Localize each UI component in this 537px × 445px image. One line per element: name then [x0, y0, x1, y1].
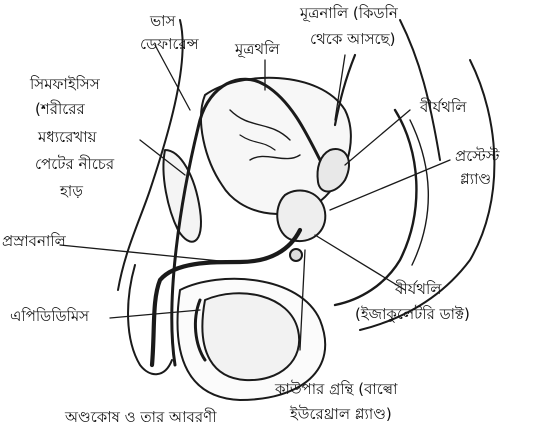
- label-epididymis: এপিডিডিমিস: [10, 307, 89, 326]
- label-ureter-line2: থেকে আসছে): [310, 30, 395, 49]
- penis-outline: [128, 265, 172, 374]
- urinary-bladder: [201, 78, 351, 214]
- cowper-gland: [290, 249, 302, 261]
- label-vas-deferens-line2: ডেফারেন্স: [140, 35, 199, 54]
- label-vas-deferens-line1: ভাস: [150, 12, 175, 31]
- back-contour: [400, 20, 440, 160]
- label-symphysis-line1: সিমফাইসিস: [30, 75, 100, 94]
- label-urethra: প্রস্রাবনালি: [2, 232, 66, 251]
- label-prostate-line1: প্রস্টেস্ট: [455, 147, 499, 166]
- label-symphysis-line2: (শরীরের: [35, 100, 85, 119]
- label-seminal-vesicle-bottom: বীর্যথলি: [395, 280, 441, 299]
- label-cowper-line1: কাউপার গ্রন্থি (বাল্বো: [275, 380, 397, 399]
- seminal-vesicle: [318, 149, 350, 191]
- label-urinary-bladder: মূত্রথলি: [235, 40, 280, 59]
- label-scrotum: অণ্ডকোষ ও তার আবরণী: [65, 408, 217, 427]
- label-symphysis-line4: পেটের নীচের: [35, 155, 114, 174]
- label-symphysis-line5: হাড়: [60, 182, 83, 201]
- label-ejaculatory-duct: (ইজাকুলেটরি ডাক্ট): [355, 305, 470, 324]
- label-prostate-line2: গ্ল্যাণ্ড: [460, 170, 491, 189]
- prostate-gland: [277, 190, 325, 241]
- label-symphysis-line3: মধ্যরেখায়: [38, 128, 96, 147]
- label-ureter-line1: মূত্রনালি (কিডনি: [300, 4, 398, 23]
- label-seminal-vesicle-top: বীর্যথলি: [420, 98, 466, 117]
- label-cowper-line2: ইউরেথ্রাল গ্ল্যাণ্ড): [290, 405, 392, 424]
- pubic-symphysis: [163, 150, 201, 242]
